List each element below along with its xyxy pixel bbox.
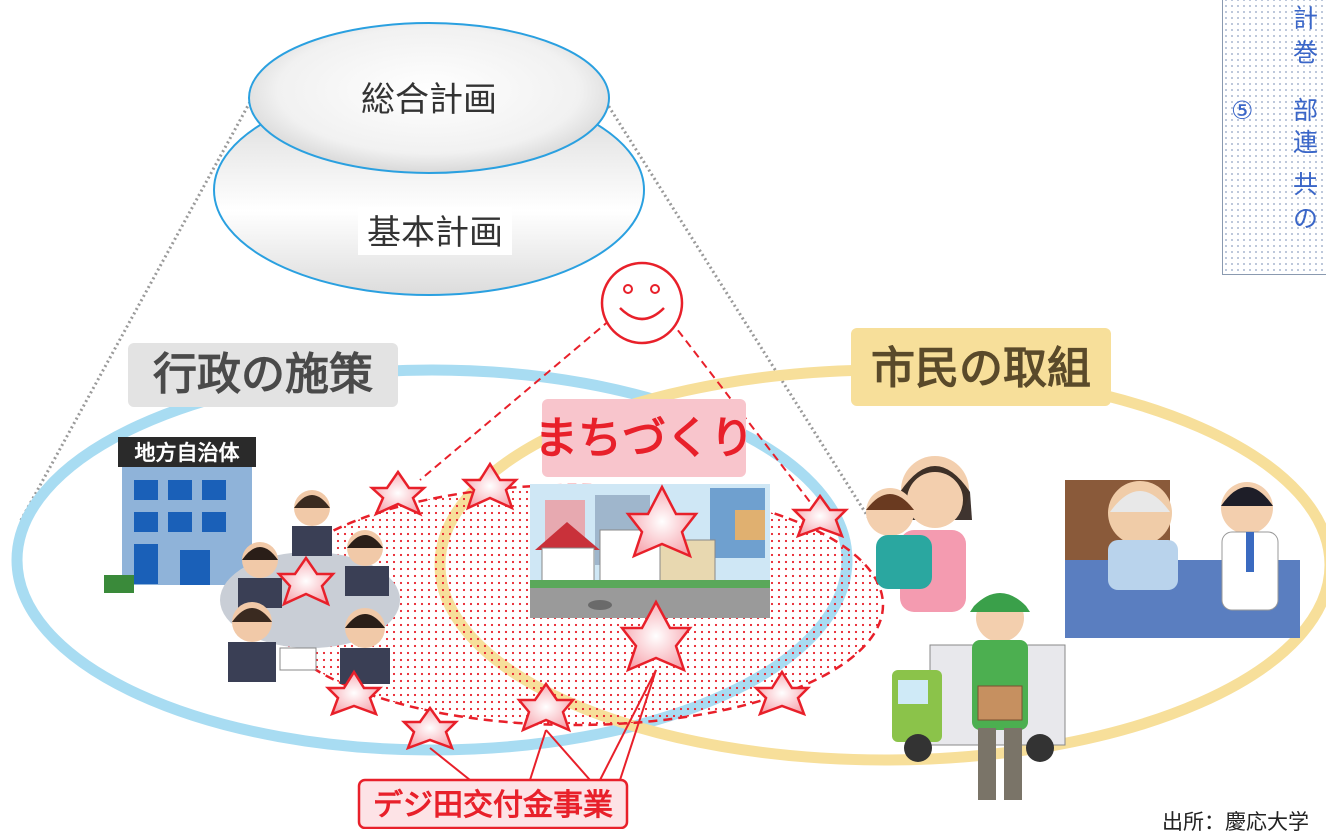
citizen-label-bg bbox=[851, 328, 1111, 406]
building-sign: 地方自治体 bbox=[135, 441, 241, 465]
basic-plan-label: 基本計画 bbox=[367, 213, 503, 253]
machizukuri-label: まちづくり bbox=[534, 413, 754, 464]
care-illustration bbox=[1065, 480, 1300, 638]
admin-label-bg bbox=[128, 343, 398, 407]
comprehensive-plan-label: 総合計画 bbox=[361, 80, 497, 120]
star-mark bbox=[790, 493, 850, 539]
mother-child-illustration bbox=[866, 456, 972, 612]
cone-line-right bbox=[604, 101, 872, 521]
source-note: 出所：慶応大学 bbox=[1162, 810, 1309, 834]
meeting-illustration bbox=[220, 490, 400, 684]
admin-label: 行政の施策 bbox=[153, 349, 373, 400]
star-mark bbox=[276, 555, 336, 607]
government-building-illustration: 地方自治体 bbox=[104, 437, 270, 593]
star-mark bbox=[400, 705, 460, 751]
star-mark bbox=[516, 681, 576, 733]
grant-label: デジ田交付金事業 bbox=[373, 788, 613, 823]
star-marks bbox=[276, 461, 850, 751]
star-mark bbox=[368, 469, 428, 517]
grant-label-bg bbox=[357, 778, 629, 829]
smiley-line-left bbox=[419, 319, 611, 481]
star-mark bbox=[619, 599, 693, 673]
star-mark bbox=[324, 669, 384, 717]
sidebar-notes-box: 計 巻 ⑤ 部 連 共 の bbox=[1222, 0, 1326, 275]
town-illustration bbox=[530, 484, 770, 618]
smiley-icon bbox=[600, 261, 684, 345]
machizukuri-label-bg bbox=[542, 399, 746, 477]
citizen-label: 市民の取組 bbox=[871, 343, 1091, 394]
star-mark bbox=[460, 461, 520, 511]
star-mark bbox=[752, 669, 812, 717]
star-mark bbox=[625, 484, 699, 559]
delivery-illustration bbox=[892, 593, 1066, 800]
comprehensive-plan-disc bbox=[248, 22, 610, 174]
basic-plan-label-bg bbox=[358, 207, 512, 255]
